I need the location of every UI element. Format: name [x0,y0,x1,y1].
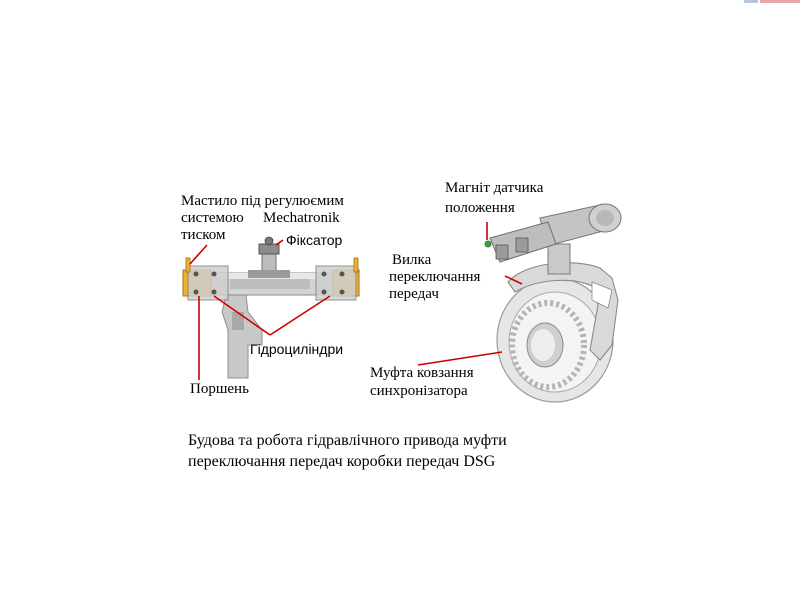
label-magnet-line2: положення [445,200,515,216]
label-mechatronik: Mechatronik [263,210,340,226]
right-leader-lines [417,222,523,366]
figure-caption: Будова та робота гідравлічного привода м… [188,430,507,472]
caption-line2: переключання передач коробки передач DSG [188,453,496,470]
fork-synchronizer-drawing [484,203,622,403]
label-fork-line1: Вилка [392,252,432,268]
label-piston: Поршень [190,381,249,397]
corner-mark-blue [744,0,758,3]
label-fork-line2: переключання [389,269,481,285]
label-sleeve-line1: Муфта ковзання [370,365,474,381]
caption-line1: Будова та робота гідравлічного привода м… [188,432,507,449]
label-magnet-line1: Магніт датчика [445,180,544,196]
left-leader-lines [189,239,331,380]
label-oil-pressure-line1: Мастило під регулюємим [181,193,344,209]
label-sleeve-line2: синхронізатора [370,383,468,399]
label-hydro-cylinders: Гідроциліндри [250,341,344,357]
hydraulic-actuator-drawing [182,236,360,379]
label-fork-line3: передач [389,286,439,302]
window-corner-decoration [740,0,800,4]
label-oil-pressure-line2: системою [181,210,244,226]
corner-mark-red [760,0,800,3]
label-oil-pressure-line3: тиском [181,227,226,243]
label-latch: Фіксатор [286,232,343,248]
